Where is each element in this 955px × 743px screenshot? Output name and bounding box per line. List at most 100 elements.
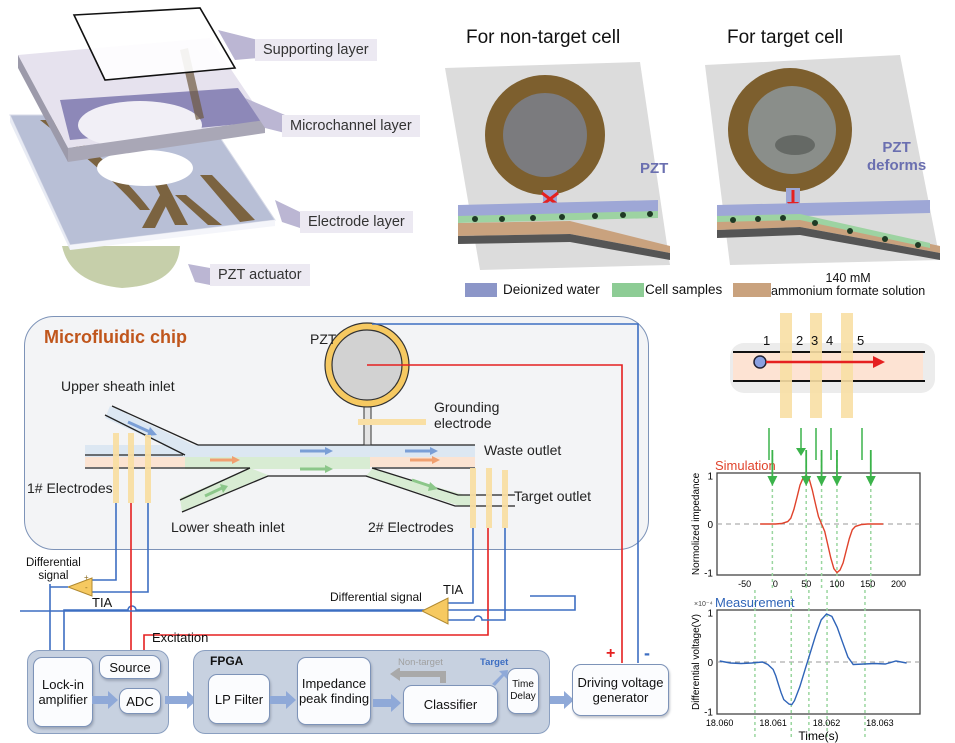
chip-title: Microfluidic chip [44,327,188,347]
y-tick-label: 1 [707,471,713,482]
legend-swatch-buffer [733,283,771,297]
label-supporting-layer: Supporting layer [255,39,377,61]
x-tick-label: -50 [738,579,751,589]
chip-and-circuit-diagram [20,322,639,663]
title-non-target: For non-target cell [466,27,621,48]
amp-plus-sign: + [84,573,89,582]
green-arrow-head-icon [865,476,876,486]
legend-label-cells: Cell samples [645,282,723,297]
supporting-layer [72,7,237,81]
arrow-icon [165,691,197,709]
plus-terminal: + [606,645,616,662]
y-tick-label: -1 [704,569,713,580]
flow-direction-arrow-icon [873,356,885,368]
label-pzt-actuator: PZT actuator [210,264,310,286]
electrode-trace [40,120,150,210]
upper-sheath-inlet-label: Upper sheath inlet [61,378,175,394]
cells [472,211,653,222]
x-tick-label: 100 [829,579,844,589]
electrode-bar [841,313,853,418]
non-target-arrow-icon [390,668,446,683]
title-target: For target cell [727,27,844,48]
exploded-layer-view [9,7,300,288]
tia-1-label: TIA [92,595,113,610]
position-1: 1 [763,333,771,348]
green-arrow-head-icon [831,476,842,486]
electrodes-1 [113,433,151,503]
chart-title: Simulation [715,458,776,473]
target-outlet-label: Target outlet [514,488,592,504]
y-tick-label: 0 [707,520,713,531]
source-block[interactable]: Source [99,655,161,679]
sorting-panels [445,55,940,270]
electrode-bar [810,313,822,418]
y-tick-label: 0 [707,658,713,669]
arrow-icon [373,694,401,712]
amp-minus-sign: - [85,583,88,592]
differential-signal-1-label: Differential signal [26,557,81,582]
arrow-icon [550,691,574,709]
main-channel [85,405,515,513]
tia-amplifier-2 [420,597,449,625]
x-tick-label: 18.060 [706,718,734,728]
position-2: 2 [796,333,804,348]
electrodes-1-label: 1# Electrodes [27,480,113,496]
green-arrow-head-icon [767,476,778,486]
x-tick-label: 0 [773,579,778,589]
arrow-icon [92,691,118,709]
y-tick-label: 1 [707,608,713,619]
electrodes-2 [470,468,508,528]
differential-signal-2-label: Differential signal [330,590,422,604]
series-line [760,474,884,574]
y-axis-label: Differential voltage(V) [691,614,702,710]
channel-cells [458,211,658,223]
fpga-label: FPGA [210,654,244,668]
target-arrow-icon [492,670,508,686]
lower-sheath-inlet-label: Lower sheath inlet [171,519,285,535]
green-arrow-head-icon [801,476,812,486]
tia-2-label: TIA [443,582,464,597]
legend-swatch-cells [612,283,644,297]
legend-label-buffer: 140 mM ammonium formate solution [771,271,926,298]
electrode-bar [780,313,792,418]
position-markers [768,428,863,460]
pzt-deforms-label: PZT deforms [867,139,927,174]
grounding-electrode-label: Grounding electrode [434,399,500,431]
x-tick-label: 50 [801,579,811,589]
y-tick-label: -1 [704,708,713,719]
green-arrow-head-icon [816,476,827,486]
chart-title: Measurement [715,595,795,610]
simulation-chart: -101-50050100150200Location (μm)Normoliz… [691,450,921,590]
position-3: 3 [811,333,819,348]
x-tick-label: 18.061 [759,718,787,728]
lp-filter-block[interactable]: LP Filter [208,674,270,724]
non-target-label: Non-target [398,657,443,668]
waste-outlet-label: Waste outlet [484,442,562,458]
grounding-electrode [358,419,426,425]
channel-buffer [458,221,670,253]
adc-block[interactable]: ADC [119,688,161,714]
legend-label-water: Deionized water [503,282,600,297]
tia-amplifier-1 [66,577,93,597]
classifier-block[interactable]: Classifier [403,685,498,724]
legend-swatch-water [465,283,497,297]
series-line [719,613,907,706]
x-tick-label: 200 [891,579,906,589]
y-axis-label: Normolized impedance [691,472,702,575]
wiring [49,323,639,663]
position-4: 4 [826,333,834,348]
label-microchannel-layer: Microchannel layer [282,115,420,137]
x-tick-label: 150 [860,579,875,589]
position-5: 5 [857,333,865,348]
flow-arrow-icon [127,420,151,434]
arrow-icon [270,691,296,709]
cell-icon [753,355,767,369]
electrode-schematic [730,313,935,460]
x-axis-label: Time(s) [798,729,838,743]
pzt-actuator-disk [62,246,180,288]
